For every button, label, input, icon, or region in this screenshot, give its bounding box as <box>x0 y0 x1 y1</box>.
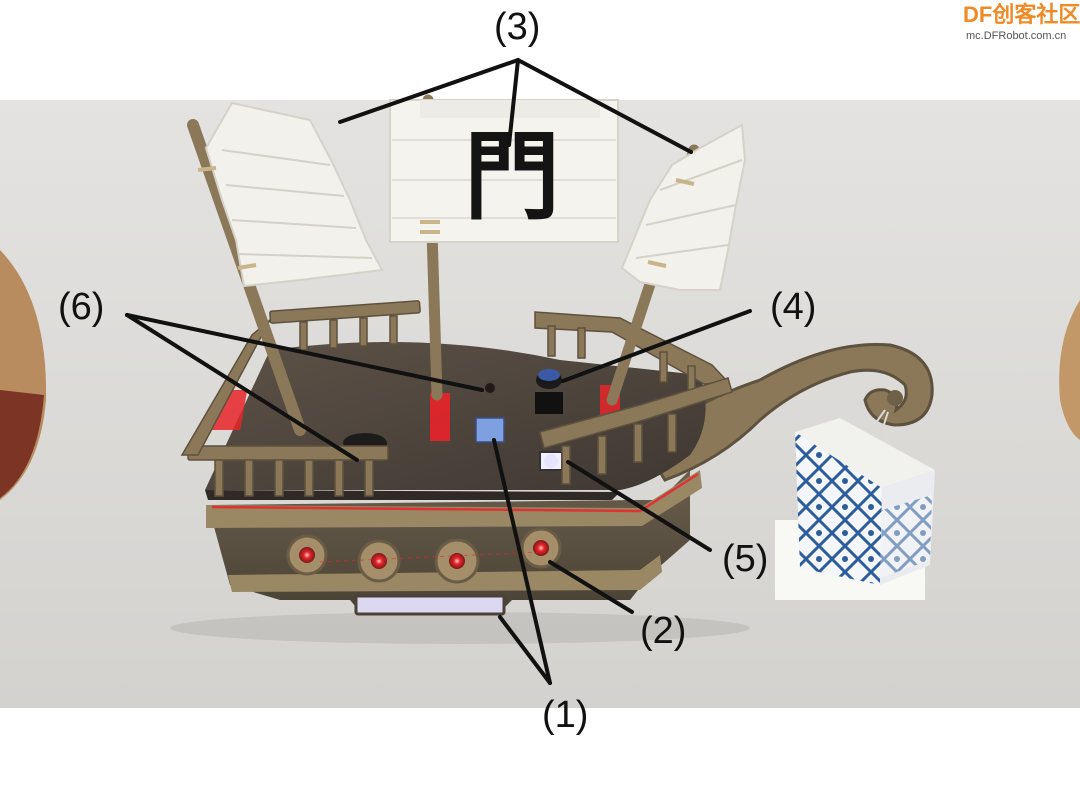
watermark-brand-latin: DF <box>963 2 993 27</box>
dfrobot-watermark-logo: DF创客社区 <box>963 4 1080 27</box>
ship-shadow <box>170 612 750 644</box>
rotary-knob <box>535 369 563 414</box>
sail-right <box>620 123 747 291</box>
light-sensor-glow <box>544 454 558 468</box>
sail-center-ribs <box>392 139 616 219</box>
railing-right-front <box>539 377 733 485</box>
watermark-url: mc.DFRobot.com.cn <box>966 30 1067 42</box>
porthole <box>434 538 480 584</box>
deck-hole <box>485 383 495 393</box>
porthole <box>357 539 401 583</box>
lantern-right-pattern <box>880 495 932 578</box>
sail-left-ribs <box>221 149 373 259</box>
bow-scroll <box>637 342 934 482</box>
sail-right-ribs <box>635 159 743 259</box>
porthole <box>286 534 328 576</box>
side-light-bar <box>354 594 506 616</box>
left-edge-object-dark <box>0 390 44 498</box>
callout-label-2: (2) <box>640 610 687 652</box>
railing-back-left <box>269 300 421 351</box>
lantern-top <box>795 418 935 488</box>
deck-slot <box>430 393 450 441</box>
right-edge-object <box>1059 300 1080 440</box>
callout-label-3: (3) <box>494 6 541 48</box>
bow-scroll-eye <box>887 390 903 406</box>
callout-label-6: (6) <box>58 286 105 328</box>
led-matrix <box>475 417 505 443</box>
watermark-brand-cjk: 创客社区 <box>992 3 1080 28</box>
porthole <box>520 527 562 569</box>
callout-label-4: (4) <box>770 286 817 328</box>
sail-left <box>204 101 384 288</box>
rope-lashing <box>197 166 695 270</box>
leader-lines <box>125 58 752 685</box>
hull-trim-upper <box>206 470 702 528</box>
sail-top-fold <box>420 100 600 118</box>
callout-label-1: (1) <box>542 694 589 736</box>
sail-calligraphy: 門 <box>464 120 560 233</box>
callout-label-5: (5) <box>722 538 769 580</box>
led-strip <box>211 472 699 513</box>
lantern-left-face <box>795 432 882 585</box>
